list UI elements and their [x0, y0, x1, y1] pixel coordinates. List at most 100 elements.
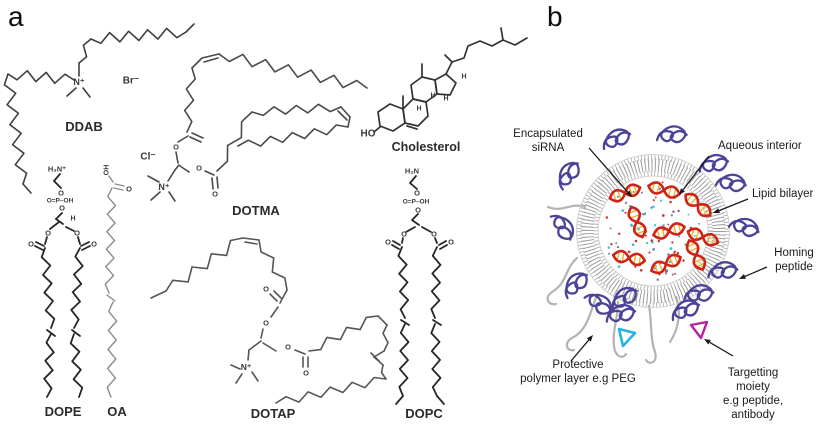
sirna-helix — [685, 239, 707, 271]
homing-peptide-squiggle — [698, 153, 730, 173]
atom-label: H — [70, 216, 75, 223]
atom-label: O — [263, 319, 269, 328]
atom-label: N⁺ — [241, 362, 252, 372]
atom-label: Br⁻ — [123, 76, 139, 87]
ddab-structure: N⁺ Br⁻ — [3, 23, 195, 194]
dotap-label: DOTAP — [250, 406, 296, 421]
homing-peptide-squiggle — [655, 125, 688, 144]
peg-strand — [668, 295, 680, 344]
oa-label: OA — [107, 404, 127, 419]
sirna-helix — [627, 205, 647, 239]
homing-peptide-squiggle — [683, 284, 715, 302]
peg-strand — [565, 293, 599, 352]
panel-a-letter: a — [8, 1, 24, 32]
homing-peptide-squiggle — [583, 293, 613, 315]
homing-peptide-squiggle — [714, 173, 747, 193]
annotation-arrow-line — [744, 266, 768, 278]
annotation-arrow-line — [588, 147, 629, 193]
annotation-arrow-head — [679, 188, 685, 195]
annotation-arrow-line — [709, 341, 734, 357]
atom-label: N⁺ — [158, 182, 169, 192]
label-protective-polymer: Protective polymer layer e.g PEG — [520, 359, 636, 386]
annotation-arrow-head — [586, 335, 593, 342]
dopc-label: DOPC — [405, 406, 443, 421]
atom-label: O — [126, 185, 132, 194]
sirna-helix — [650, 253, 682, 275]
atom-label: O — [431, 230, 437, 239]
sirna-helix — [611, 249, 647, 267]
atom-label: O — [58, 189, 64, 198]
peg-strand — [612, 300, 628, 358]
atom-label: O — [385, 238, 391, 247]
sirna-helix — [684, 192, 712, 218]
atom-label: H₃N⁺ — [48, 165, 66, 174]
sirna-helix — [647, 181, 681, 199]
annotation-arrow-line — [682, 155, 710, 191]
atom-label: O — [74, 229, 80, 238]
annotation-arrow-head — [625, 190, 632, 197]
dotap-structure: O O N⁺ O O — [150, 237, 389, 404]
label-encapsulated-sirna: Encapsulated siRNA — [513, 128, 583, 155]
atom-label: H — [430, 93, 435, 100]
atom-label: O — [448, 238, 454, 247]
homing-peptide-squiggle — [549, 214, 575, 241]
dotma-label: DOTMA — [232, 203, 280, 218]
targeting-triangle-magenta — [689, 320, 709, 340]
atom-label: O — [196, 164, 202, 173]
atom-label: O — [263, 285, 269, 294]
cholesterol-label: Cholesterol — [391, 140, 461, 154]
atom-label: H — [416, 106, 421, 113]
dope-label: DOPE — [44, 404, 82, 419]
annotation-arrow-head — [739, 274, 746, 279]
atom-label: O — [401, 230, 407, 239]
atom-label: O — [91, 240, 97, 249]
atom-label: H — [443, 96, 448, 103]
homing-peptide-squiggle — [558, 161, 580, 191]
homing-peptide-squiggle — [707, 261, 739, 279]
atom-label: Cl⁻ — [140, 152, 155, 163]
ddab-label: DDAB — [65, 119, 103, 134]
atom-label: O — [28, 240, 34, 249]
annotation-arrow-line — [570, 339, 590, 362]
atom-label: O — [414, 189, 420, 198]
atom-label: O=P–OH — [403, 199, 430, 206]
sirna-helices — [608, 181, 720, 275]
peg-strand — [546, 204, 587, 210]
dotma-structure: Cl⁻ N⁺ O O O — [140, 53, 368, 202]
atom-label: HO — [361, 129, 376, 140]
homing-peptide-squiggle — [727, 217, 760, 238]
label-homing-peptide: Homing peptide — [774, 247, 814, 274]
annotation-arrow-head — [704, 339, 711, 345]
panel-b-letter: b — [547, 1, 563, 32]
label-lipid-bilayer: Lipid bilayer — [752, 188, 814, 200]
annotation-arrow-line — [718, 198, 749, 212]
homing-peptides — [549, 125, 760, 323]
atom-label: O — [59, 204, 65, 213]
peg-strand — [546, 256, 579, 306]
sirna-helix — [686, 227, 720, 247]
atom-label: O=P–OH — [47, 198, 74, 205]
annotation-arrows — [570, 147, 768, 362]
homing-peptide-squiggle — [602, 128, 632, 151]
label-targeting-moiety: Targetting moiety e.g peptide, antibody — [722, 367, 784, 422]
atom-label: O — [173, 143, 179, 152]
atom-label: O — [212, 190, 218, 199]
atom-label: N⁺ — [73, 77, 84, 87]
homing-peptide-squiggle — [564, 272, 588, 300]
liposome-membrane — [576, 154, 730, 308]
atom-label: O — [415, 206, 421, 215]
oa-structure: OH O — [104, 165, 132, 398]
atom-label: O — [303, 369, 309, 378]
atom-label: O — [45, 229, 51, 238]
atom-label: OH — [104, 165, 111, 176]
peg-strand — [644, 304, 657, 364]
label-aqueous-interior: Aqueous interior — [718, 140, 802, 152]
targeting-triangle-cyan — [617, 327, 637, 348]
homing-peptide-squiggle — [605, 303, 637, 323]
homing-peptide-squiggle — [611, 286, 638, 312]
atom-label: H₂N — [405, 167, 419, 176]
